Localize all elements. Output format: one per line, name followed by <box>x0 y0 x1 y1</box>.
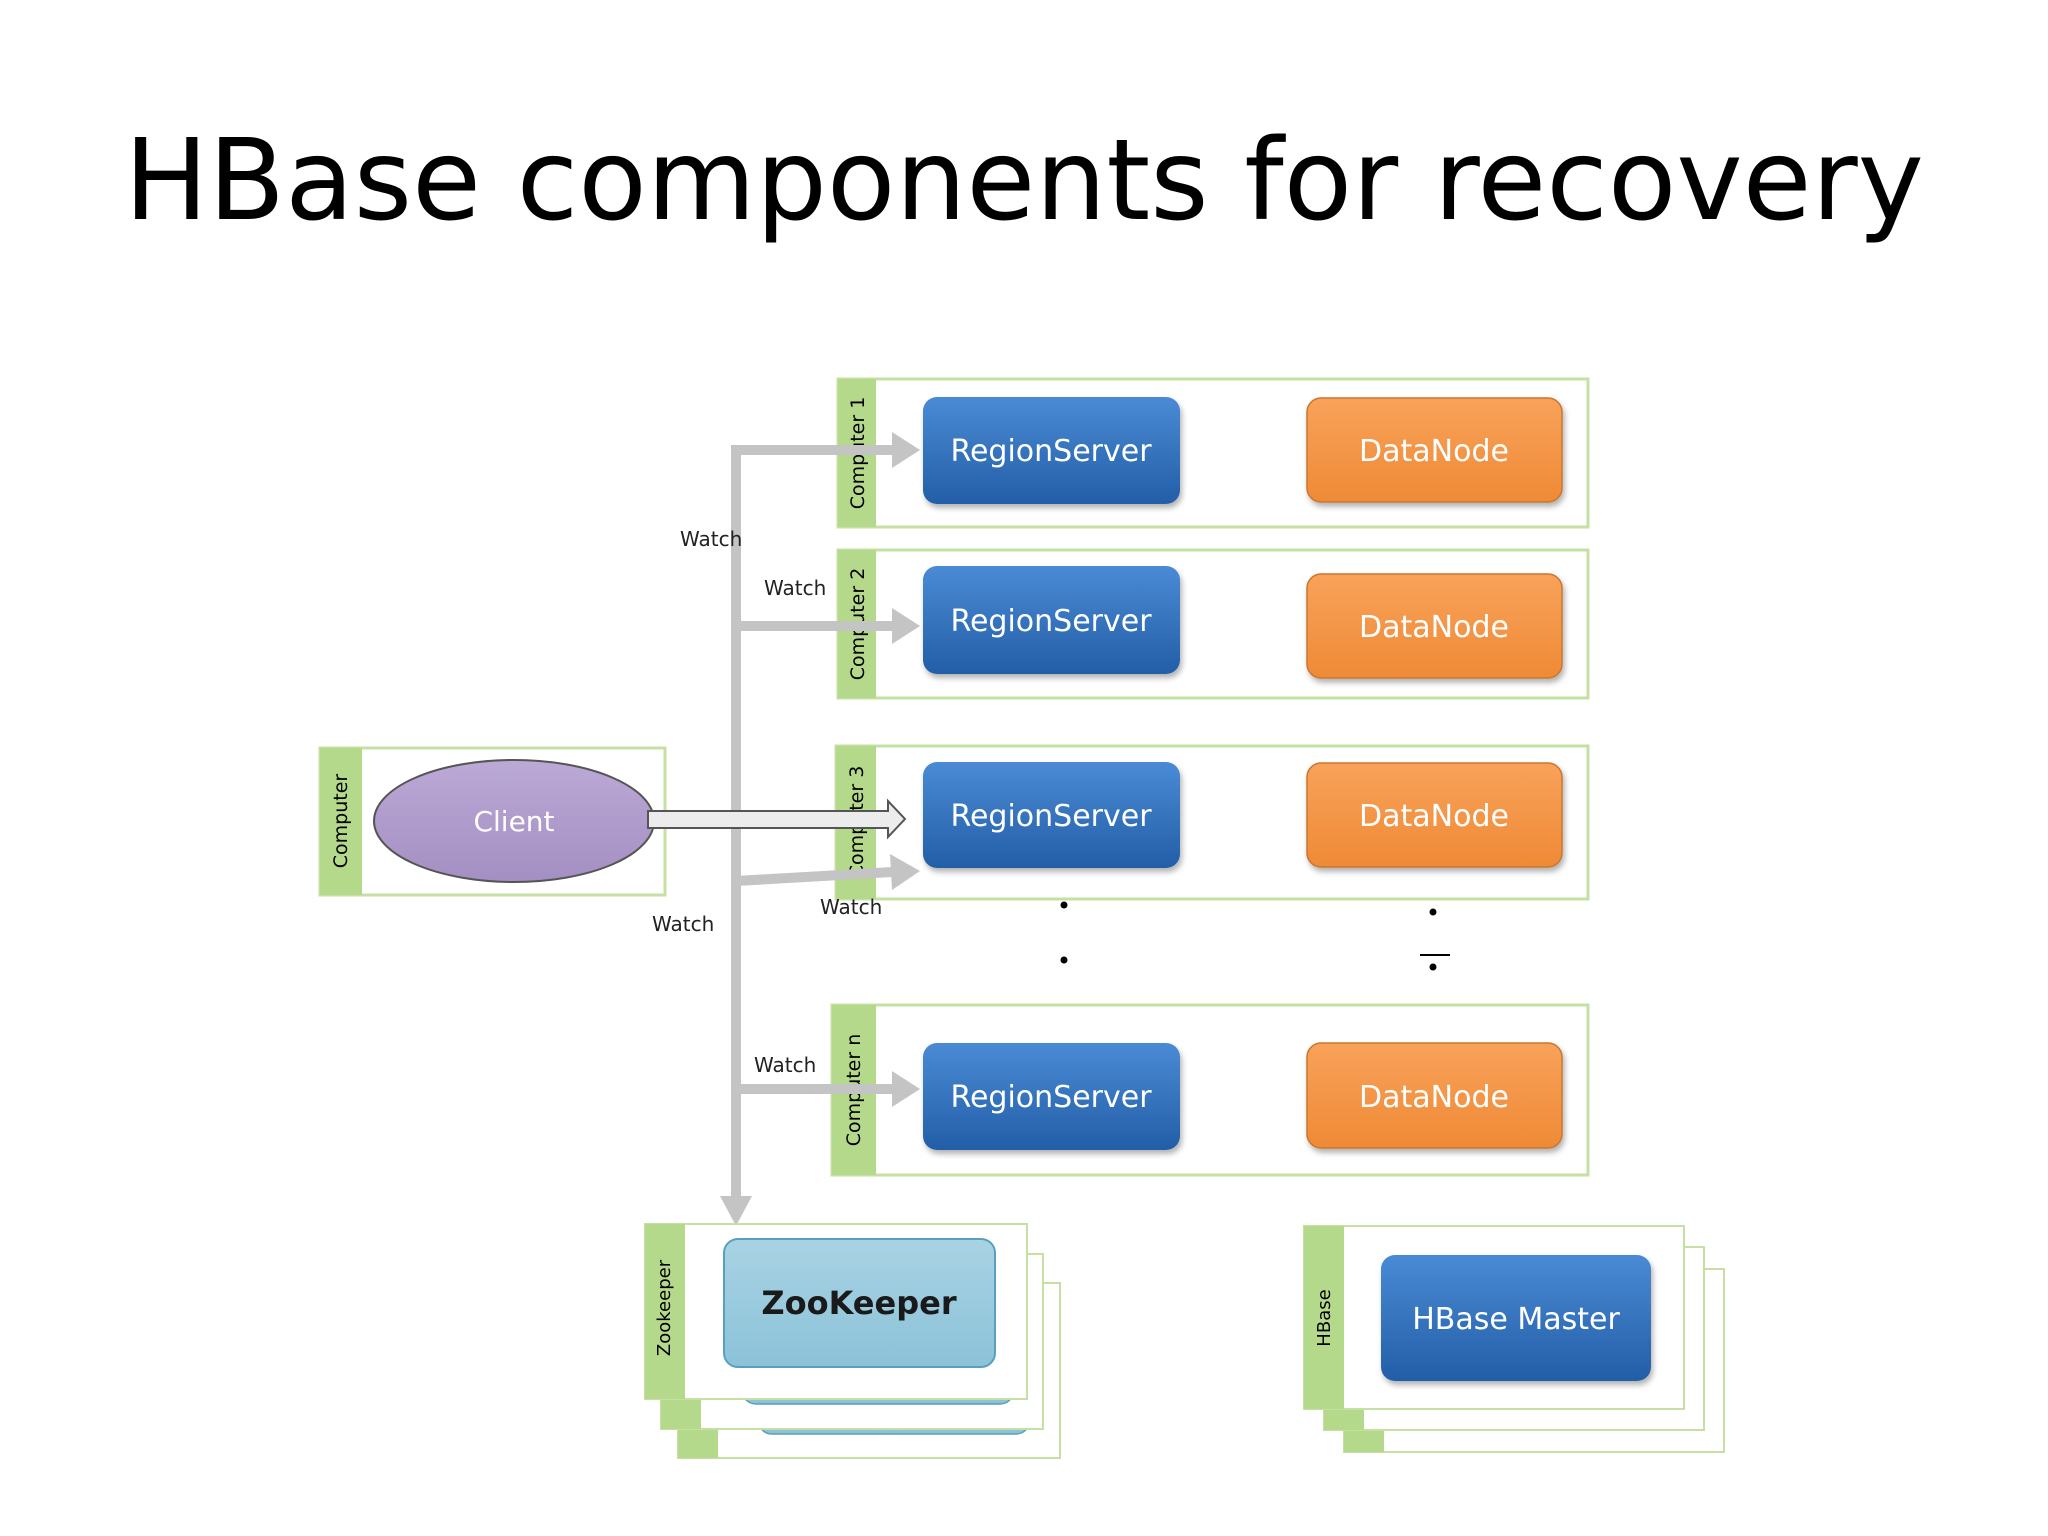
datanode-2-label: DataNode <box>1359 610 1509 645</box>
watch-label-4: Watch <box>820 895 882 919</box>
hbase-master-label: HBase Master <box>1412 1302 1620 1337</box>
hbase-side-label: HBase <box>1314 1289 1335 1346</box>
watch-label-3: Watch <box>652 912 714 936</box>
watch-label-1: Watch <box>680 527 742 551</box>
client-label: Client <box>473 805 554 838</box>
computer-3-panel: Computer 3 RegionServer DataNode <box>834 744 1590 901</box>
regionserver-n-box <box>923 1043 1180 1150</box>
datanode-3-box <box>1306 762 1563 868</box>
zookeeper-side-label: Zookeeper <box>654 1259 675 1356</box>
zookeeper-box <box>723 1238 996 1368</box>
zookeeper-label: ZooKeeper <box>761 1284 956 1322</box>
zookeeper-stack: Zookeeper ZooKeeper <box>644 1223 1061 1459</box>
regionserver-3-label: RegionServer <box>950 799 1152 834</box>
computer-2-panel: Computer 2 RegionServer DataNode <box>836 548 1590 700</box>
computer-n-panel: Computer n RegionServer DataNode <box>830 1003 1590 1177</box>
datanode-n-label: DataNode <box>1359 1080 1509 1115</box>
regionserver-n-label: RegionServer <box>950 1080 1152 1115</box>
client-computer-panel: Computer Client <box>318 746 667 897</box>
watch-arrowheads <box>720 432 920 1226</box>
client-request-arrow <box>647 798 907 840</box>
watch-label-5: Watch <box>754 1053 816 1077</box>
datanode-2-box <box>1306 573 1563 679</box>
regionserver-3-box <box>923 762 1180 868</box>
client-computer-side-label: Computer <box>330 774 352 869</box>
watch-label-2: Watch <box>764 576 826 600</box>
hbase-master-box <box>1381 1255 1651 1381</box>
hbase-master-stack: HBase HBase Master <box>1303 1225 1725 1453</box>
datanode-3-label: DataNode <box>1359 799 1509 834</box>
datanode-1-box <box>1306 397 1563 503</box>
computer-1-panel: Computer 1 RegionServer DataNode <box>836 377 1590 529</box>
regionserver-1-label: RegionServer <box>950 434 1152 469</box>
regionserver-2-box <box>923 566 1180 674</box>
datanode-1-label: DataNode <box>1359 434 1509 469</box>
regionserver-1-box <box>923 397 1180 504</box>
slide-title: HBase components for recovery <box>124 116 1924 246</box>
datanode-n-box <box>1306 1042 1563 1149</box>
regionserver-2-label: RegionServer <box>950 604 1152 639</box>
